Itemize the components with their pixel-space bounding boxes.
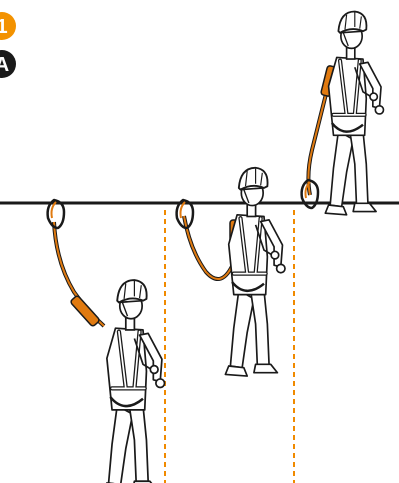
climber-middle	[225, 168, 285, 376]
lanyard-left	[48, 200, 104, 327]
step-letter-label: A	[0, 54, 9, 76]
step-number-label: 1	[0, 16, 8, 38]
step-number-badge: 1	[0, 12, 16, 40]
step-letter-badge: A	[0, 50, 16, 78]
climber-right	[325, 11, 383, 214]
climber-left	[103, 280, 164, 483]
